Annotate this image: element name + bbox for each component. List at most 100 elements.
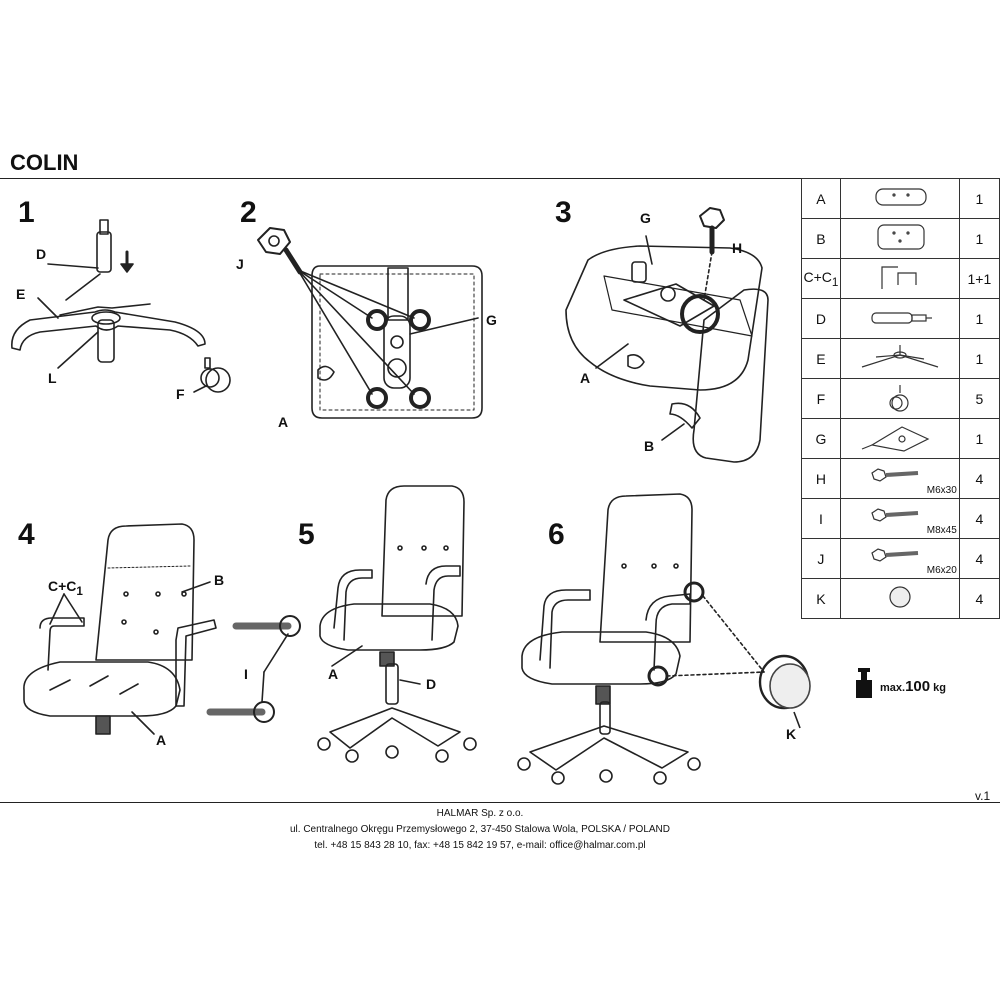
footer-contact: tel. +48 15 843 28 10, fax: +48 15 842 1…	[314, 840, 646, 851]
page-title: COLIN	[10, 150, 79, 175]
step-3-number: 3	[555, 196, 572, 229]
part-letter: K	[801, 578, 841, 619]
label-l: L	[48, 370, 57, 386]
weight-icon	[856, 680, 872, 698]
part-quantity: 1	[958, 338, 1000, 379]
part-picture	[839, 418, 960, 459]
label-c-c1: C+C1	[48, 578, 83, 598]
part-quantity: 5	[958, 378, 1000, 419]
label-b: B	[644, 438, 655, 454]
part-picture: M6x20	[839, 538, 960, 579]
step-2-number: 2	[240, 196, 257, 229]
seat-cushion-icon	[875, 188, 927, 206]
label-h: H	[732, 240, 743, 256]
part-picture	[839, 578, 960, 619]
part-size: M6x20	[926, 565, 957, 576]
label-d: D	[36, 246, 47, 262]
label-b: B	[214, 572, 225, 588]
label-d: D	[426, 676, 437, 692]
footer-address: ul. Centralnego Okręgu Przemysłowego 2, …	[289, 824, 670, 835]
armrest-c1	[176, 620, 216, 706]
backrest-step5	[382, 486, 464, 616]
label-i: I	[244, 666, 248, 682]
gas-lift-pin	[100, 220, 108, 234]
backrest-b	[693, 289, 768, 462]
step-5-illustration	[318, 486, 476, 762]
label-a: A	[278, 414, 289, 430]
label-k: K	[786, 726, 797, 742]
part-letter: A	[801, 178, 841, 219]
step-6-number: 6	[548, 518, 565, 551]
bolt-h	[700, 208, 724, 228]
step-5-number: 5	[298, 518, 315, 551]
step-4-number: 4	[18, 518, 35, 551]
part-quantity: 4	[958, 538, 1000, 579]
part-picture	[839, 298, 960, 339]
armrest-icon	[881, 266, 917, 289]
tilt-mechanism-icon	[861, 426, 930, 452]
label-g: G	[640, 210, 651, 226]
star-base-e	[12, 310, 205, 350]
part-quantity: 1	[958, 218, 1000, 259]
backrest-b-step4	[96, 524, 194, 660]
label-g: G	[486, 312, 497, 328]
backrest-icon	[877, 224, 925, 250]
seat-a	[566, 246, 762, 390]
bolt-icon	[871, 508, 918, 522]
part-letter: C+C1	[801, 258, 841, 299]
part-letter: E	[801, 338, 841, 379]
part-picture: M6x30	[839, 458, 960, 499]
footer: HALMAR Sp. z o.o. ul. Centralnego Okręgu…	[0, 806, 960, 854]
label-a: A	[328, 666, 339, 682]
label-a: A	[156, 732, 167, 748]
step-1-number: 1	[18, 196, 35, 229]
caster-f	[206, 368, 230, 392]
bolt-icon	[871, 548, 918, 562]
label-e: E	[16, 286, 26, 302]
part-letter: B	[801, 218, 841, 259]
step-3-illustration	[566, 208, 768, 462]
gas-lift-icon	[871, 312, 932, 324]
part-letter: F	[801, 378, 841, 419]
step-1-illustration	[12, 220, 230, 392]
part-picture: M8x45	[839, 498, 960, 539]
label-a: A	[580, 370, 591, 386]
part-quantity: 1	[958, 298, 1000, 339]
footer-company: HALMAR Sp. z o.o.	[436, 808, 524, 819]
version-label: v.1	[975, 789, 991, 803]
part-picture	[839, 258, 960, 299]
part-quantity: 4	[958, 498, 1000, 539]
caster-icon	[889, 385, 909, 412]
gas-lift-d	[97, 232, 111, 272]
label-j: J	[236, 256, 244, 272]
step-6-illustration	[518, 494, 764, 784]
part-size: M6x30	[926, 485, 957, 496]
bolt-j	[258, 228, 290, 254]
part-letter: G	[801, 418, 841, 459]
instruction-frame	[0, 178, 1000, 803]
cap-icon	[889, 586, 911, 608]
part-letter: I	[801, 498, 841, 539]
part-letter: J	[801, 538, 841, 579]
bolt-icon	[871, 468, 918, 482]
part-letter: D	[801, 298, 841, 339]
part-picture	[839, 338, 960, 379]
seat-underside-a	[312, 266, 482, 418]
step-2-illustration	[258, 228, 482, 418]
part-picture	[839, 178, 960, 219]
label-f: F	[176, 386, 185, 402]
part-letter: H	[801, 458, 841, 499]
part-size: M8x45	[926, 525, 957, 536]
